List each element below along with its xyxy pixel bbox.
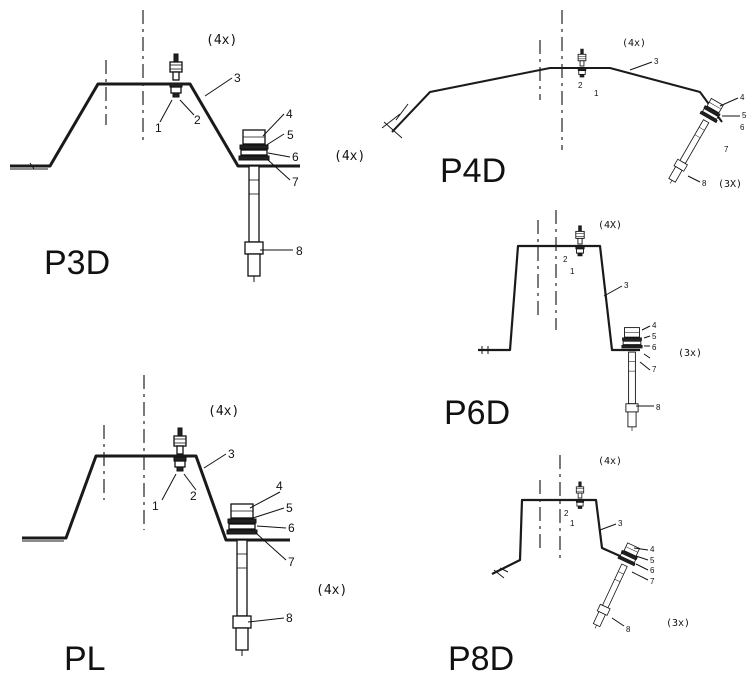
p8d-part-4: 4 bbox=[650, 545, 655, 554]
diagram-p8d: (4x) (3x) 1 2 3 4 5 6 7 8 P8D bbox=[448, 455, 690, 677]
p3d-side-quantity: (4x) bbox=[334, 149, 365, 164]
p3d-top-fastener bbox=[169, 53, 183, 98]
p8d-part-8: 8 bbox=[626, 625, 631, 634]
p3d-part-1: 1 bbox=[155, 121, 162, 135]
p8d-side-fastener bbox=[586, 541, 643, 633]
p4d-title: P4D bbox=[440, 152, 506, 190]
pl-part-4: 4 bbox=[276, 479, 283, 493]
p6d-part-8: 8 bbox=[656, 403, 661, 412]
p8d-leader-lines bbox=[599, 523, 649, 627]
pl-part-1: 1 bbox=[152, 499, 159, 513]
pl-part-3: 3 bbox=[228, 447, 235, 461]
p4d-part-4: 4 bbox=[740, 93, 745, 102]
diagram-p4d: (4x) (3X) 1 2 3 4 5 6 7 8 P4D bbox=[381, 10, 747, 190]
diagram-p3d: (4x) (4x) 1 2 3 4 5 6 7 8 P3D bbox=[10, 10, 365, 283]
p6d-title: P6D bbox=[444, 394, 510, 432]
p6d-part-5: 5 bbox=[652, 332, 657, 341]
p6d-part-1: 1 bbox=[570, 267, 575, 276]
p6d-plate-profile bbox=[478, 244, 640, 354]
p8d-part-3: 3 bbox=[618, 519, 623, 528]
p6d-part-6: 6 bbox=[652, 343, 657, 352]
p6d-leader-lines bbox=[603, 285, 654, 407]
p4d-part-5: 5 bbox=[742, 111, 747, 120]
p6d-side-quantity: (3x) bbox=[678, 348, 702, 359]
p4d-part-2: 2 bbox=[578, 81, 583, 90]
p3d-leader-lines bbox=[159, 77, 293, 251]
p8d-top-fastener bbox=[575, 481, 585, 509]
pl-part-8: 8 bbox=[286, 611, 293, 625]
p3d-part-6: 6 bbox=[292, 150, 299, 164]
pl-part-7: 7 bbox=[288, 555, 295, 569]
p8d-side-quantity: (3x) bbox=[666, 618, 690, 629]
p4d-part-3: 3 bbox=[654, 57, 659, 66]
pl-part-5: 5 bbox=[286, 501, 293, 515]
p4d-part-7: 7 bbox=[724, 145, 729, 154]
p3d-title: P3D bbox=[44, 244, 110, 282]
p8d-plate-profile bbox=[491, 498, 621, 579]
p3d-part-2: 2 bbox=[194, 113, 201, 127]
p4d-side-quantity: (3X) bbox=[718, 179, 742, 190]
p4d-side-fastener bbox=[661, 96, 726, 189]
p6d-top-quantity: (4X) bbox=[598, 220, 622, 231]
p6d-side-fastener bbox=[621, 327, 643, 432]
p8d-part-6: 6 bbox=[650, 566, 655, 575]
p6d-part-7: 7 bbox=[652, 365, 657, 374]
p4d-part-6: 6 bbox=[740, 123, 745, 132]
pl-side-fastener bbox=[226, 503, 258, 657]
pl-part-2: 2 bbox=[190, 489, 197, 503]
p8d-top-quantity: (4x) bbox=[598, 456, 622, 467]
p6d-part-3: 3 bbox=[624, 281, 629, 290]
p4d-top-quantity: (4x) bbox=[622, 38, 646, 49]
pl-side-quantity: (4x) bbox=[316, 583, 347, 598]
p6d-part-2: 2 bbox=[563, 255, 568, 264]
p3d-part-8: 8 bbox=[296, 244, 303, 258]
p4d-top-fastener bbox=[577, 48, 587, 78]
p3d-part-7: 7 bbox=[292, 175, 299, 189]
p3d-side-fastener bbox=[238, 129, 270, 283]
diagram-p6d: (4X) (3x) 1 2 3 4 5 6 7 8 P6D bbox=[444, 210, 702, 432]
p3d-top-quantity: (4x) bbox=[206, 33, 237, 48]
p4d-plate-profile bbox=[381, 67, 723, 139]
p8d-part-5: 5 bbox=[650, 556, 655, 565]
pl-part-6: 6 bbox=[288, 521, 295, 535]
p8d-part-1: 1 bbox=[570, 519, 575, 528]
p8d-part-2: 2 bbox=[564, 509, 569, 518]
pl-title: PL bbox=[64, 640, 106, 677]
p3d-part-3: 3 bbox=[234, 71, 241, 85]
p8d-part-7: 7 bbox=[650, 577, 655, 586]
p3d-plate-profile bbox=[10, 82, 300, 170]
p4d-leader-lines bbox=[629, 61, 740, 183]
pl-leader-lines bbox=[161, 453, 287, 623]
diagram-pl: (4x) (4x) 1 2 3 4 5 6 7 8 PL bbox=[22, 375, 347, 677]
p4d-part-1: 1 bbox=[594, 89, 599, 98]
p6d-part-4: 4 bbox=[652, 321, 657, 330]
p8d-title: P8D bbox=[448, 640, 514, 677]
p6d-top-fastener bbox=[575, 225, 585, 257]
p3d-part-4: 4 bbox=[286, 107, 293, 121]
p3d-part-5: 5 bbox=[287, 128, 294, 142]
pl-top-quantity: (4x) bbox=[208, 404, 239, 419]
pl-top-fastener bbox=[173, 427, 187, 472]
p4d-part-8: 8 bbox=[702, 179, 707, 188]
